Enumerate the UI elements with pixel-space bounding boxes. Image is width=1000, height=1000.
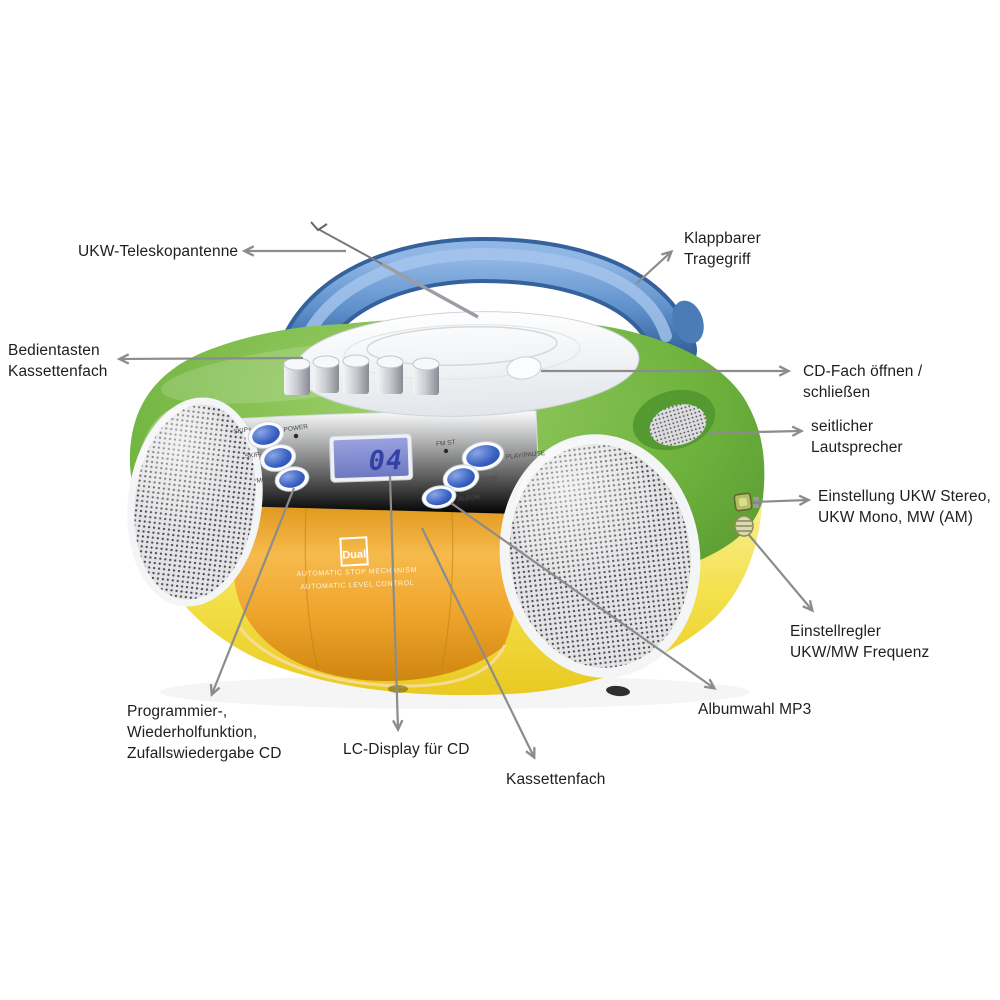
label-band-switch: Einstellung UKW Stereo, UKW Mono, MW (AM… xyxy=(818,488,991,526)
label-program-functions: Programmier-, Wiederholfunktion, Zufalls… xyxy=(127,703,282,762)
album-button[interactable] xyxy=(420,483,457,511)
lcd-value: 04 xyxy=(368,445,404,477)
power-led xyxy=(293,433,299,439)
label-play-pause: PLAY/PAUSE xyxy=(505,450,546,461)
skip-plus-button[interactable] xyxy=(245,418,287,452)
cassette-door[interactable]: Dual AUTOMATIC STOP MECHANISM AUTOMATIC … xyxy=(229,506,521,688)
arrow-album xyxy=(450,502,714,688)
side-speaker xyxy=(632,389,716,451)
label-antenna: UKW-Teleskopantenne xyxy=(78,243,239,260)
arrow-program xyxy=(212,487,296,694)
label-album-select: Albumwahl MP3 xyxy=(698,701,812,718)
lcd-display: 04 xyxy=(328,433,414,483)
label-side-speaker: seitlicher Lautsprecher xyxy=(811,418,903,456)
arrow-lc-display xyxy=(388,475,398,729)
arrow-band-switch xyxy=(753,500,808,502)
label-mode: MODE xyxy=(256,475,277,485)
skip-minus-button[interactable] xyxy=(257,441,299,475)
tuning-wheel[interactable] xyxy=(734,515,754,537)
carry-handle xyxy=(277,236,704,375)
label-fm-st: FM ST xyxy=(436,439,456,448)
stop-button[interactable] xyxy=(441,462,482,495)
band-switch[interactable] xyxy=(733,492,753,512)
arrow-tuning-knob xyxy=(748,534,812,610)
label-lc-display: LC-Display für CD xyxy=(343,741,470,758)
label-handle: Klappbarer Tragegriff xyxy=(684,230,761,268)
telescopic-antenna[interactable] xyxy=(310,221,479,319)
fm-st-led xyxy=(443,448,449,454)
arrow-side-speaker xyxy=(707,431,801,433)
panel-controls: 04 SKIP+ xyxy=(233,418,546,511)
label-cassette-controls: Bedientasten Kassettenfach xyxy=(8,342,108,380)
cassette-deck-buttons[interactable] xyxy=(283,354,440,395)
label-tuning-knob: Einstellregler UKW/MW Frequenz xyxy=(790,623,930,661)
door-text-line1: AUTOMATIC STOP MECHANISM xyxy=(296,567,417,578)
mode-button[interactable] xyxy=(273,464,311,495)
arrow-cassette-controls xyxy=(120,358,304,359)
arrow-handle xyxy=(635,252,671,285)
label-skip-plus: SKIP+ xyxy=(233,426,253,436)
label-cd-door: CD-Fach öffnen / schließen xyxy=(803,363,923,401)
brand-logo: Dual xyxy=(342,548,366,561)
cd-open-button[interactable] xyxy=(506,355,543,382)
label-power: POWER xyxy=(283,423,309,433)
label-stop: STOP xyxy=(480,475,498,484)
left-speaker xyxy=(127,397,263,607)
label-cassette-door: Kassettenfach xyxy=(506,771,606,788)
label-skip-minus: SKIP- xyxy=(244,451,262,460)
arrow-cassette-door xyxy=(421,527,534,757)
label-album: ALBUM xyxy=(457,494,480,503)
annotation-arrows xyxy=(120,251,812,757)
play-pause-button[interactable] xyxy=(460,438,507,474)
door-text-line2: AUTOMATIC LEVEL CONTROL xyxy=(300,580,414,591)
right-speaker xyxy=(499,434,701,678)
